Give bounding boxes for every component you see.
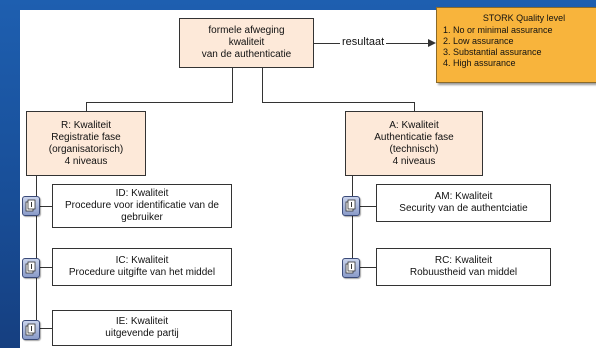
box-line: uitgevende partij	[105, 328, 179, 339]
result-arrow-label: resultaat	[340, 36, 387, 48]
security-quality-box: AM: Kwaliteit Security van de authentcia…	[376, 184, 551, 222]
stork-title: STORK Quality level	[482, 13, 566, 23]
connector	[232, 68, 233, 102]
connector	[352, 176, 353, 268]
issuer-quality-box: IE: Kwaliteit uitgevende partij	[52, 310, 232, 346]
box-line: Procedure voor identificatie van de	[65, 200, 219, 211]
box-line: Robuustheid van middel	[409, 267, 518, 278]
authentication-quality-box: A: Kwaliteit Authenticatie fase (technis…	[345, 111, 483, 176]
stork-level-item: 1. No or minimal assurance	[443, 25, 553, 35]
box-line: RC: Kwaliteit	[434, 255, 493, 266]
box-line: Security van de authentciatie	[399, 203, 528, 214]
box-line: Registratie fase	[51, 131, 121, 143]
connector	[36, 176, 37, 334]
box-line: gebruiker	[121, 212, 163, 223]
result-arrowhead	[428, 39, 436, 47]
box-line: IC: Kwaliteit	[115, 255, 169, 266]
connector	[352, 267, 376, 268]
box-line: (organisatorisch)	[48, 143, 124, 155]
box-line: AM: Kwaliteit	[434, 191, 493, 202]
box-line: Procedure uitgifte van het middel	[68, 267, 216, 278]
connector	[352, 206, 376, 207]
stork-level-item: 4. High assurance	[443, 58, 516, 68]
issuance-quality-box: IC: Kwaliteit Procedure uitgifte van het…	[52, 248, 232, 286]
stork-level-item: 3. Substantial assurance	[443, 47, 542, 57]
connector	[36, 206, 52, 207]
robustness-quality-box: RC: Kwaliteit Robuustheid van middel	[376, 248, 551, 286]
box-line: ID: Kwaliteit	[115, 188, 169, 199]
stork-level-item: 2. Low assurance	[443, 36, 514, 46]
connector	[414, 102, 415, 111]
box-line: 4 niveaus	[392, 155, 436, 167]
connector	[262, 102, 414, 103]
document-stack-icon	[22, 258, 40, 278]
connector	[36, 267, 52, 268]
box-line: R: Kwaliteit	[60, 119, 111, 131]
connector	[262, 68, 263, 102]
identification-quality-box: ID: Kwaliteit Procedure voor identificat…	[52, 184, 232, 228]
box-line: 4 niveaus	[64, 155, 108, 167]
document-stack-icon	[22, 320, 40, 340]
document-stack-icon	[342, 196, 360, 216]
box-line: kwaliteit	[228, 37, 265, 48]
connector	[36, 328, 52, 329]
document-stack-icon	[342, 258, 360, 278]
registration-quality-box: R: Kwaliteit Registratie fase (organisat…	[26, 111, 146, 176]
box-line: IE: Kwaliteit	[115, 316, 169, 327]
box-line: Authenticatie fase	[374, 131, 454, 143]
stork-quality-level-box: STORK Quality level 1. No or minimal ass…	[436, 7, 596, 83]
box-line: A: Kwaliteit	[389, 119, 439, 131]
box-line: van de authenticatie	[201, 49, 292, 60]
connector	[86, 102, 87, 111]
document-stack-icon	[22, 196, 40, 216]
connector	[86, 102, 233, 103]
box-line: (technisch)	[389, 143, 439, 155]
box-line: formele afweging	[208, 25, 285, 36]
formal-assessment-box: formele afweging kwaliteit van de authen…	[179, 18, 314, 68]
